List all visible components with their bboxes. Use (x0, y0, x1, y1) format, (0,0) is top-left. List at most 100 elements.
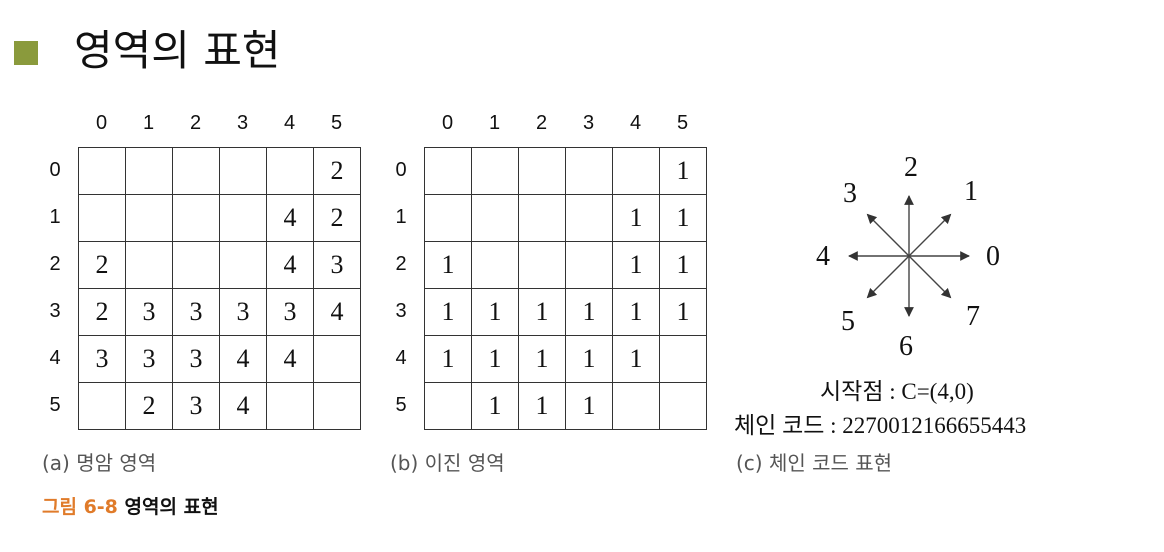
chain-code-text: 체인 코드 : 2270012166655443 (734, 413, 1027, 438)
row-header: 5 (395, 394, 407, 416)
grid-cell (471, 147, 519, 195)
grid-cell (125, 194, 173, 242)
row-header: 3 (395, 300, 407, 322)
grid-cell (518, 147, 566, 195)
grid-cell (659, 382, 707, 430)
direction-7-label: 7 (966, 301, 980, 332)
grid-cell: 1 (471, 382, 519, 430)
grid-cell (565, 241, 613, 289)
grid-cell (125, 147, 173, 195)
grid-cell: 1 (565, 288, 613, 336)
grid-cell (313, 335, 361, 383)
row-header: 4 (49, 347, 61, 369)
grid-cell (172, 147, 220, 195)
grid-cell: 1 (612, 288, 660, 336)
grid-cell: 2 (313, 194, 361, 242)
grid-cell: 4 (266, 241, 314, 289)
grid-cell: 4 (219, 335, 267, 383)
direction-3-arrow (866, 213, 910, 257)
row-header: 3 (49, 300, 61, 322)
grid-cell: 2 (78, 288, 126, 336)
direction-5-label: 5 (841, 306, 855, 337)
grid-cell: 1 (659, 241, 707, 289)
grid-cell: 1 (612, 241, 660, 289)
grid-cell (518, 194, 566, 242)
grid-cell: 1 (565, 335, 613, 383)
grid-cell (471, 194, 519, 242)
grid-cell: 1 (612, 194, 660, 242)
title-square-icon (14, 41, 38, 65)
caption-b: (b) 이진 영역 (390, 451, 505, 475)
grid-cell (424, 147, 472, 195)
grid-cell: 1 (424, 288, 472, 336)
row-header: 2 (395, 253, 407, 275)
direction-1-label: 1 (964, 176, 978, 207)
grid-cell (78, 147, 126, 195)
grid-cell: 4 (266, 335, 314, 383)
grid-cell (313, 382, 361, 430)
direction-3-label: 3 (843, 178, 857, 209)
grid-cell (518, 241, 566, 289)
grid-cell (565, 147, 613, 195)
grid-cell: 1 (518, 288, 566, 336)
page-title: 영역의 표현 (74, 26, 281, 75)
grid-cell: 1 (612, 335, 660, 383)
grid-cell (424, 194, 472, 242)
direction-5-arrow (866, 255, 910, 299)
grid-cell (172, 241, 220, 289)
grid-cell: 3 (266, 288, 314, 336)
grid-cell (78, 382, 126, 430)
row-header: 0 (49, 159, 61, 181)
grid-cell (612, 147, 660, 195)
column-header: 2 (189, 112, 202, 134)
grid-cell: 1 (659, 194, 707, 242)
grid-cell: 3 (172, 382, 220, 430)
caption-a: (a) 명암 영역 (42, 451, 157, 475)
grid-cell: 1 (424, 241, 472, 289)
row-header: 0 (395, 159, 407, 181)
row-header: 1 (395, 206, 407, 228)
grid-cell: 2 (313, 147, 361, 195)
row-header: 5 (49, 394, 61, 416)
grid-cell (659, 335, 707, 383)
column-header: 1 (488, 112, 501, 134)
grid-cell: 3 (125, 335, 173, 383)
column-header: 0 (95, 112, 108, 134)
grid-cell: 1 (518, 382, 566, 430)
grid-row: 1 (424, 147, 707, 195)
row-header: 2 (49, 253, 61, 275)
grid-cell: 3 (172, 335, 220, 383)
grid-cell: 1 (424, 335, 472, 383)
figure-label: 그림 6-8 영역의 표현 (42, 493, 219, 521)
grid-cell (125, 241, 173, 289)
grid-cell: 3 (125, 288, 173, 336)
grid-cell: 1 (471, 335, 519, 383)
grid-cell (78, 194, 126, 242)
grid-cell (219, 241, 267, 289)
grid-cell (266, 382, 314, 430)
grid-cell: 3 (219, 288, 267, 336)
column-header: 3 (236, 112, 249, 134)
grid-cell (565, 194, 613, 242)
column-header: 4 (629, 112, 642, 134)
grid-cell: 1 (471, 288, 519, 336)
grid-cell: 4 (266, 194, 314, 242)
figure-name: 영역의 표현 (124, 496, 219, 518)
row-header: 4 (395, 347, 407, 369)
column-header: 0 (441, 112, 454, 134)
column-header: 3 (582, 112, 595, 134)
grid-cell: 4 (219, 382, 267, 430)
column-header: 5 (676, 112, 689, 134)
column-header: 1 (142, 112, 155, 134)
grid-cell (219, 194, 267, 242)
